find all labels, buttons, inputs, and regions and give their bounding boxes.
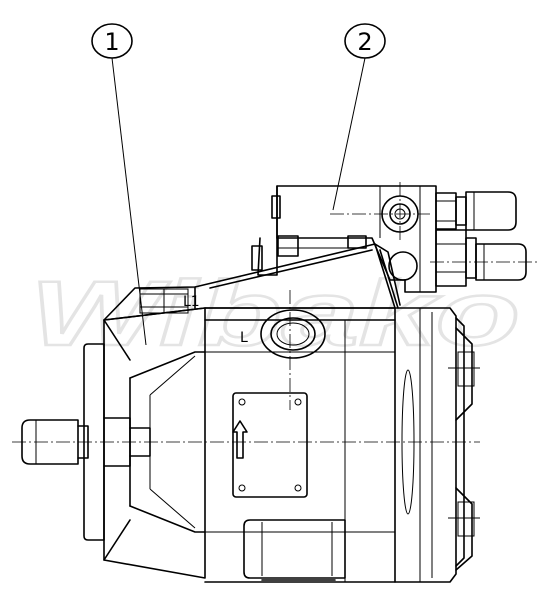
name-plate (232, 392, 308, 498)
adapter-block (103, 243, 401, 321)
case-drain-port (260, 309, 326, 359)
callout-1-label: 1 (104, 28, 119, 56)
port-label-L1: L1 (183, 294, 200, 310)
mounting-flange (83, 343, 105, 541)
drive-shaft (21, 419, 89, 465)
callout-1: 1 (91, 23, 133, 59)
leader-lines (111, 57, 366, 346)
main-housing (204, 307, 396, 583)
adjusting-screws (435, 191, 527, 287)
port-label-L: L (240, 330, 248, 346)
rear-port-plate (394, 307, 480, 583)
callout-2: 2 (344, 23, 386, 59)
callout-2-label: 2 (357, 28, 372, 56)
drain-port-L1 (139, 288, 189, 314)
